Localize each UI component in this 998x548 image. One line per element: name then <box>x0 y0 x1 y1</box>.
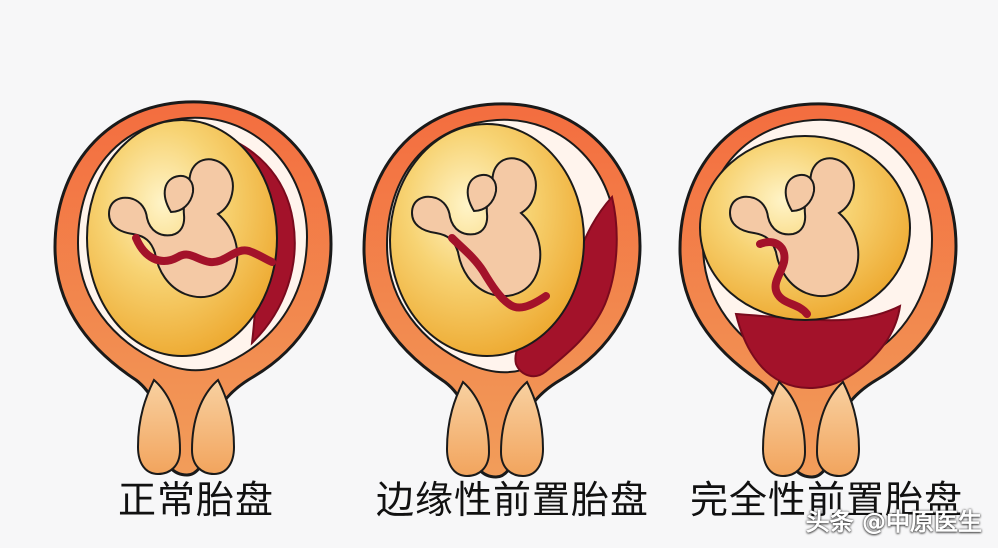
umbilical-cord <box>132 234 276 267</box>
cervix-left <box>761 380 807 478</box>
caption-complete-placenta-previa: 完全性前置胎盘 <box>690 478 964 522</box>
caption-marginal-placenta-previa: 边缘性前置胎盘 <box>376 478 650 522</box>
uterus-normal-placenta-icon <box>53 100 333 477</box>
cervix-right <box>190 378 236 476</box>
fetus-arm <box>163 174 195 214</box>
cervix-right <box>499 380 545 478</box>
uterus-complete-previa-icon <box>678 102 958 479</box>
caption-normal-placenta: 正常胎盘 <box>118 478 275 522</box>
cervix-right <box>815 380 861 478</box>
umbilical-cord <box>756 238 811 318</box>
cervix-left <box>136 378 182 476</box>
umbilical-cord <box>448 234 550 312</box>
cervix-left <box>445 380 491 478</box>
fetus-arm <box>466 173 498 213</box>
watermark-text: 头条 @中原医生 <box>805 508 982 536</box>
fetus-arm <box>784 173 816 213</box>
uterus-marginal-previa-icon <box>362 102 642 479</box>
